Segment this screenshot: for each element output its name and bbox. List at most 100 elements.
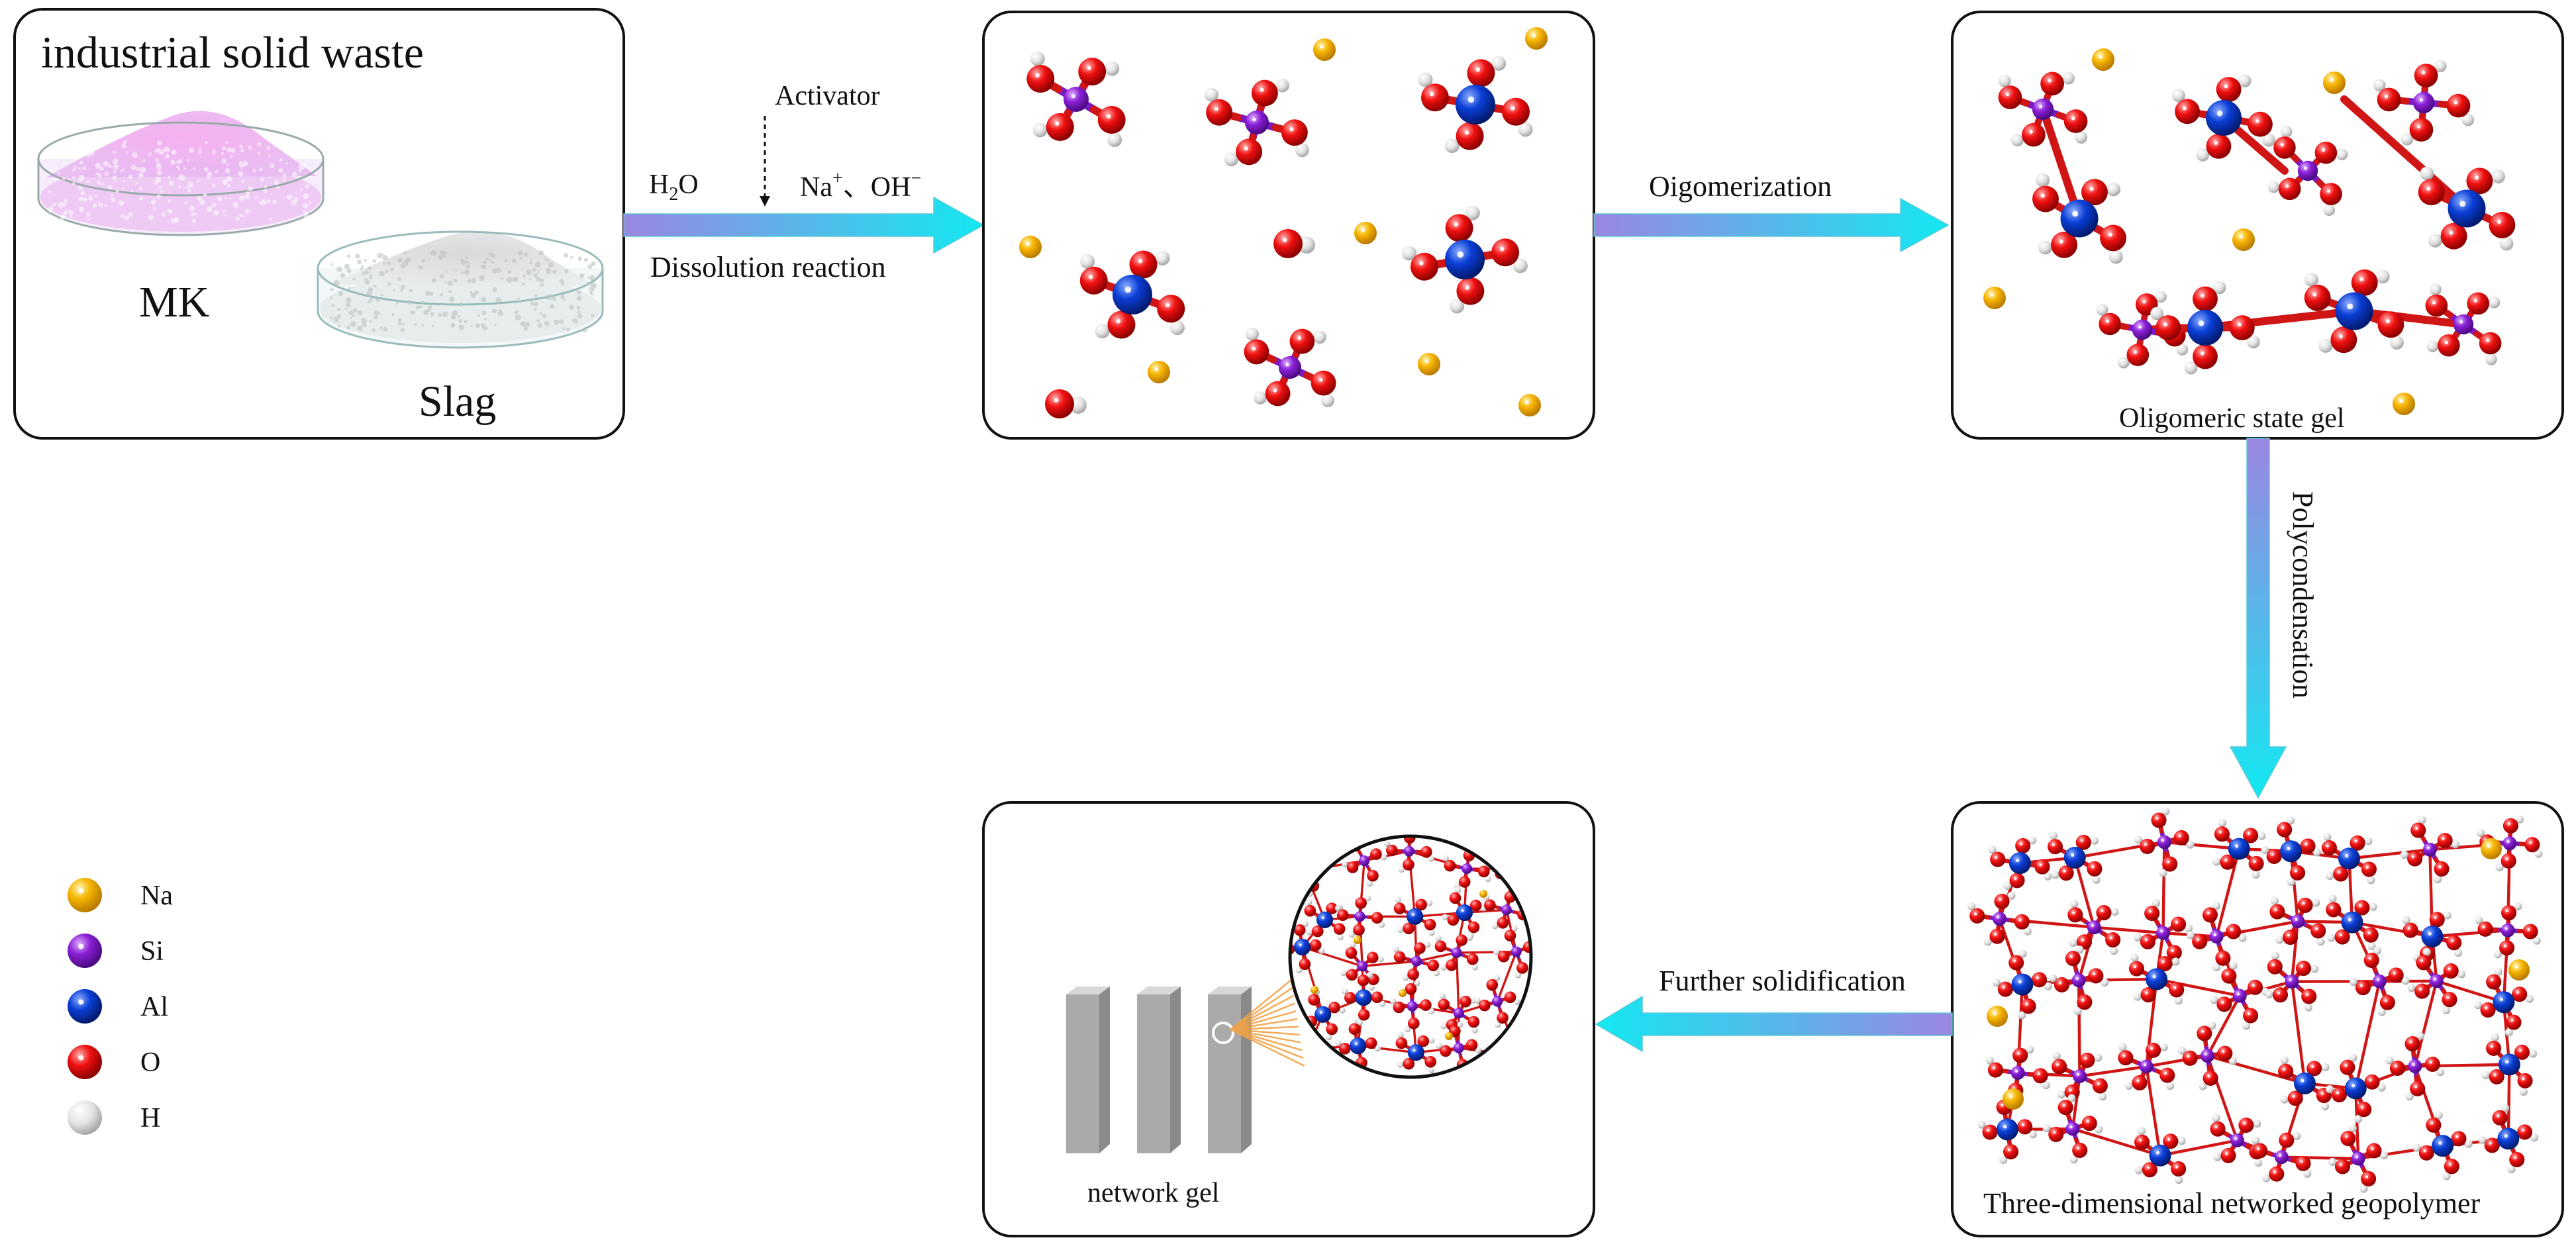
- h-atom: [1466, 934, 1473, 941]
- o-atom: [1371, 991, 1383, 1004]
- o-atom: [1333, 923, 1346, 935]
- o-atom: [1467, 1016, 1480, 1028]
- h-atom: [2042, 1081, 2050, 1090]
- o-atom: [1445, 214, 1473, 242]
- o-atom: [1497, 950, 1510, 963]
- h-atom: [2504, 1028, 2513, 1037]
- o-atom: [2220, 854, 2236, 870]
- h-atom: [1390, 998, 1397, 1004]
- o-atom: [2501, 853, 2516, 869]
- h-atom: [2321, 1063, 2330, 1072]
- legend-item-h: H: [68, 1100, 160, 1135]
- dissolution-reaction-label: Dissolution reaction: [650, 251, 886, 283]
- o-atom: [2020, 998, 2036, 1014]
- h-atom: [1366, 880, 1373, 887]
- solidification-label: Further solidification: [1659, 965, 1906, 997]
- o-atom: [1466, 953, 1479, 965]
- h-atom: [2350, 978, 2358, 986]
- h-atom: [1105, 61, 1120, 76]
- h-atom: [1326, 1033, 1332, 1041]
- o-atom: [2193, 286, 2218, 312]
- al-atom: [1293, 938, 1311, 956]
- o-atom: [2057, 1100, 2073, 1116]
- h-atom: [1424, 941, 1431, 948]
- o-atom: [2171, 916, 2187, 932]
- o-atom: [1424, 1055, 1437, 1068]
- h-atom: [2359, 1184, 2368, 1193]
- h-atom: [1440, 1023, 1447, 1030]
- h-atom: [2253, 1120, 2261, 1128]
- o-atom: [2438, 334, 2460, 357]
- h-atom: [1246, 327, 1259, 341]
- h-atom: [2161, 807, 2170, 816]
- al-atom: [1113, 275, 1152, 314]
- h-atom: [2303, 1169, 2312, 1178]
- h-atom: [1383, 840, 1390, 847]
- h-atom: [2275, 936, 2284, 944]
- h-atom: [2481, 1071, 2490, 1080]
- o-atom: [1097, 106, 1126, 134]
- slag-dish: [317, 230, 604, 349]
- h-atom: [2304, 1003, 2312, 1012]
- o-atom: [2064, 1084, 2080, 1100]
- o-atom: [2361, 1171, 2377, 1186]
- panel-geopolymer: Three-dimensional networked geopolymer: [1951, 801, 2564, 1237]
- h-atom: [1433, 970, 1440, 977]
- h-atom: [2529, 1049, 2538, 1058]
- o-atom: [2289, 865, 2306, 881]
- o-atom: [2273, 136, 2296, 159]
- o-atom: [2466, 168, 2493, 195]
- na-atom: [2393, 393, 2415, 415]
- h-atom: [1379, 1000, 1386, 1007]
- h-atom: [1511, 925, 1518, 932]
- h-atom: [2499, 236, 2514, 251]
- o-atom: [1997, 981, 2013, 997]
- h-atom: [1435, 935, 1442, 941]
- oligomerization-label: Oigomerization: [1649, 170, 1832, 203]
- o-atom: [1447, 914, 1460, 926]
- h-atom: [2229, 961, 2238, 970]
- o-atom: [1289, 328, 1315, 354]
- o-atom: [1497, 916, 1509, 929]
- h-atom: [1992, 979, 2001, 987]
- o-atom: [1405, 983, 1417, 995]
- h-atom: [2212, 281, 2226, 295]
- panel-title-industrial-solid-waste: industrial solid waste: [41, 27, 424, 77]
- o-atom: [2173, 830, 2189, 846]
- panel-dissolution: [982, 11, 1595, 440]
- o-atom: [2377, 87, 2401, 112]
- al-atom: [2063, 847, 2086, 869]
- si-atom: [1453, 1042, 1464, 1053]
- o-atom: [2081, 179, 2108, 206]
- h-atom: [2212, 902, 2221, 910]
- h-atom: [1474, 997, 1481, 1004]
- h-atom: [2328, 1157, 2337, 1167]
- h-atom: [2186, 931, 2195, 939]
- h-atom: [2261, 845, 2269, 854]
- o-atom: [1987, 1062, 2004, 1078]
- o-atom: [2418, 1145, 2434, 1161]
- o-atom: [1434, 940, 1447, 953]
- h-atom: [2246, 335, 2260, 349]
- o-atom: [2522, 924, 2538, 939]
- o-atom: [2314, 141, 2338, 164]
- h-atom: [1495, 1022, 1501, 1028]
- h-atom: [2199, 1082, 2207, 1090]
- h-atom: [2262, 1174, 2271, 1182]
- o-atom: [1446, 959, 1458, 971]
- o-atom: [1990, 851, 2006, 867]
- h-atom: [2475, 916, 2483, 924]
- h-atom: [2514, 902, 2522, 911]
- h-atom: [2442, 1006, 2451, 1014]
- si-atom: [1501, 904, 1512, 916]
- o-atom: [1465, 1039, 1478, 1051]
- h-atom: [1397, 1032, 1404, 1038]
- o-atom: [2142, 1162, 2157, 1178]
- si-atom: [2032, 98, 2054, 120]
- h-atom: [1439, 993, 1446, 1000]
- o-atom: [2409, 118, 2434, 142]
- o-atom: [2480, 1002, 2496, 1018]
- h-atom: [1471, 964, 1479, 971]
- h-atom: [2507, 1165, 2516, 1174]
- o-atom: [1486, 979, 1499, 991]
